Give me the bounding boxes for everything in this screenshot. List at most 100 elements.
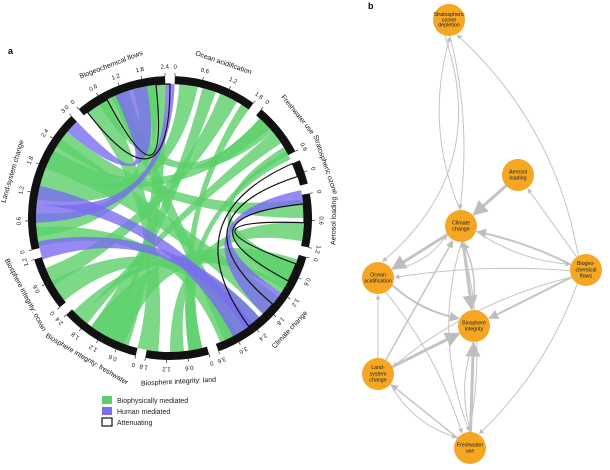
tick-mark (96, 340, 99, 344)
tick-label: 0 (315, 190, 322, 195)
edge-biogeo-to-ocean (394, 267, 571, 280)
node-circle (362, 358, 394, 390)
tick-label: 0 (208, 359, 213, 366)
tick-mark (27, 191, 31, 193)
legend-swatch-attenuating (101, 417, 113, 427)
edge-landsys-to-freshwater (390, 383, 458, 439)
tick-mark (287, 297, 291, 300)
tick-label: 0 (49, 309, 56, 316)
tick-label: 3.0 (60, 104, 71, 115)
tick-label: 0 (309, 166, 316, 172)
tick-label: 0 (20, 249, 27, 254)
edge-ozone-to-ocean (382, 35, 460, 262)
node-label: Stratospheric (433, 12, 465, 18)
ring-segment-stratospheric-ozone (292, 160, 308, 186)
node-label: flows (580, 274, 592, 280)
ribbon-human (38, 236, 260, 330)
ribbon-biophysical (45, 93, 238, 286)
tick-label: 0.6 (298, 142, 308, 153)
tick-label: 0.6 (317, 216, 323, 225)
tick-mark (202, 76, 204, 80)
tick-label: 0.6 (107, 353, 118, 362)
tick-mark (238, 342, 241, 345)
node-label: change (369, 378, 386, 384)
tick-mark (35, 162, 39, 165)
edge-aerosol-to-climate (472, 184, 508, 216)
edge-biogeo-to-aerosol (527, 188, 578, 258)
tick-label: 0 (70, 99, 77, 106)
network-edges (375, 34, 579, 439)
node-circle (433, 4, 465, 36)
ribbon-biophysical (80, 131, 282, 324)
tick-label: 2.4 (41, 128, 51, 139)
tick-mark (79, 328, 82, 332)
node-label: integrity (465, 327, 484, 333)
tick-label: 1.8 (27, 155, 36, 166)
node-circle (362, 262, 394, 294)
tick-mark (308, 247, 312, 249)
tick-label: 0.6 (17, 216, 23, 225)
tick-mark (69, 113, 72, 117)
edge-ozone-to-climate (449, 35, 465, 210)
tick-label: 0.6 (184, 364, 194, 371)
tick-label: 0.6 (302, 277, 311, 288)
tick-label: 0 (131, 360, 136, 367)
segment-label-stratospheric-ozone: Stratospheric ozone (311, 134, 338, 195)
tick-mark (63, 314, 67, 318)
segment-label-biosphere-integrity-land: Biosphere integrity: land (141, 377, 216, 388)
ring-segment-ocean-acidification (174, 76, 254, 110)
panel-a-letter: a (8, 46, 14, 56)
ribbon-human (224, 190, 304, 315)
node-label: Biosphere (462, 320, 486, 326)
segment-label-freshwater-use: Freshwater use (279, 94, 315, 136)
tick-mark (208, 354, 211, 358)
tick-mark (144, 357, 146, 361)
tick-label: 1.2 (88, 343, 99, 353)
tick-label: 2.4 (54, 315, 65, 326)
tick-label: 1.2 (18, 185, 26, 195)
tick-mark (41, 284, 45, 287)
node-circle (502, 159, 534, 191)
legend-label-biophysically-mediated: Biophysically mediated (117, 398, 188, 405)
edge-biogeo-to-biosphere (488, 276, 573, 320)
tick-mark (253, 100, 256, 104)
tick-label: 0 (311, 257, 318, 262)
tick-mark (218, 351, 220, 355)
tick-label: 1.2 (228, 77, 239, 86)
legend-swatch-biophysically-mediated (102, 396, 112, 404)
tick-label: 1.8 (70, 330, 81, 340)
tick-label: 1.2 (22, 256, 30, 266)
node-label: chemical (576, 267, 597, 273)
edge-biosphere-to-climate (462, 242, 476, 311)
tick-mark (140, 75, 142, 79)
ring-segment-land-system-change (27, 115, 77, 250)
tick-mark (261, 106, 264, 110)
legend-label-attenuating: Attenuating (117, 420, 153, 427)
ring-segment-aerosol-loading (301, 193, 312, 248)
tick-label: 0.6 (200, 68, 210, 76)
tick-mark (257, 329, 260, 333)
edge-climate-to-biogeo (475, 230, 571, 267)
ribbon-biophysical (91, 87, 216, 337)
ribbon-human (36, 185, 253, 337)
tick-mark (304, 170, 308, 173)
tick-label: 1.8 (275, 315, 286, 326)
edge-landsys-to-climate (385, 240, 454, 361)
panel-b-letter: b (368, 1, 374, 11)
ring-segment-biosphere-integrity-freshwater (66, 309, 138, 356)
edge-ocean-to-climate (391, 234, 448, 271)
node-circle (570, 254, 602, 286)
legend-swatch-human-mediated (102, 407, 112, 415)
node-label: acidification (364, 279, 392, 285)
chord-ring (27, 76, 312, 360)
tick-mark (117, 82, 120, 86)
node-label: Climate (452, 220, 470, 226)
